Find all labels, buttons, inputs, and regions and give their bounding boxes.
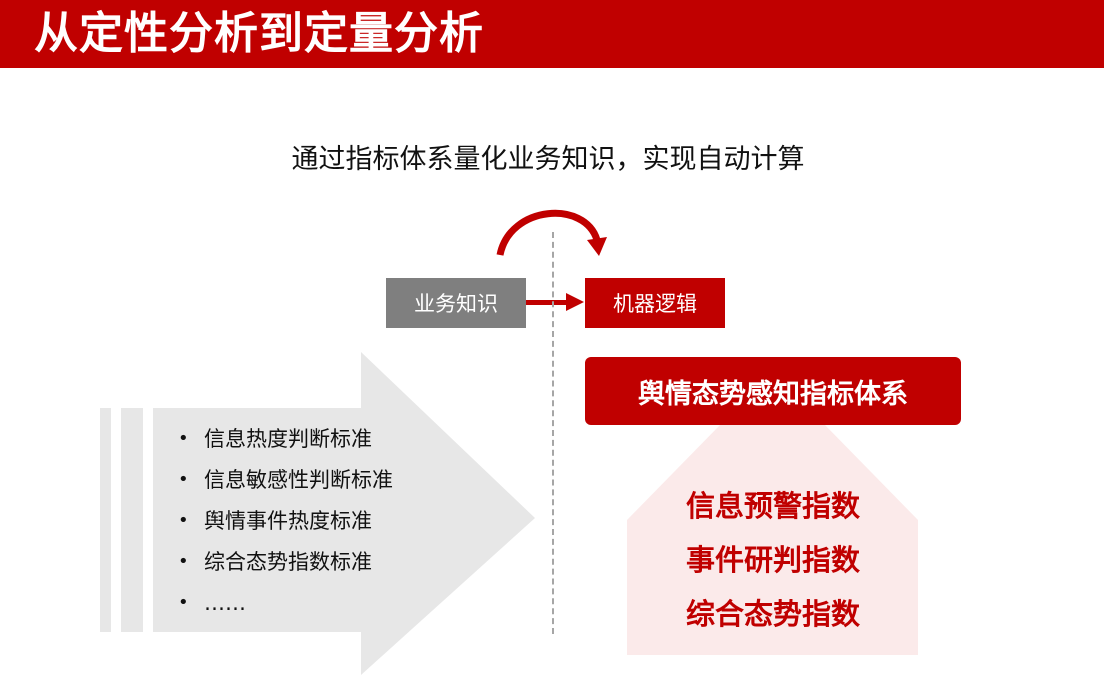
index-item: 事件研判指数 (685, 543, 860, 577)
curved-arrow (496, 209, 601, 256)
index-system-title: 舆情态势感知指标体系 (638, 378, 908, 410)
arrow-stripe-2 (121, 408, 143, 632)
list-item: 信息热度判断标准 (178, 420, 393, 461)
index-item: 综合态势指数 (685, 597, 860, 631)
curved-arrow-head (587, 237, 607, 256)
title-bar: 从定性分析到定量分析 (0, 0, 1104, 68)
arrow-stripe-1 (100, 408, 111, 632)
page-title: 从定性分析到定量分析 (34, 8, 484, 59)
index-item: 信息预警指数 (685, 489, 860, 523)
index-system-title-box: 舆情态势感知指标体系 (585, 357, 961, 425)
index-pentagon (627, 425, 918, 655)
business-knowledge-label: 业务知识 (414, 292, 498, 316)
dashed-divider (552, 232, 554, 634)
list-item: …… (178, 584, 393, 625)
business-knowledge-box: 业务知识 (386, 278, 526, 328)
criteria-list: 信息热度判断标准 信息敏感性判断标准 舆情事件热度标准 综合态势指数标准 …… (178, 420, 393, 625)
list-item: 综合态势指数标准 (178, 543, 393, 584)
machine-logic-box: 机器逻辑 (585, 278, 725, 328)
list-item: 信息敏感性判断标准 (178, 461, 393, 502)
index-list: 信息预警指数 事件研判指数 综合态势指数 (627, 483, 919, 645)
machine-logic-label: 机器逻辑 (613, 292, 697, 316)
list-item: 舆情事件热度标准 (178, 502, 393, 543)
subtitle: 通过指标体系量化业务知识，实现自动计算 (291, 144, 805, 175)
straight-arrow-head (566, 293, 584, 311)
straight-arrow-shaft (526, 300, 568, 305)
